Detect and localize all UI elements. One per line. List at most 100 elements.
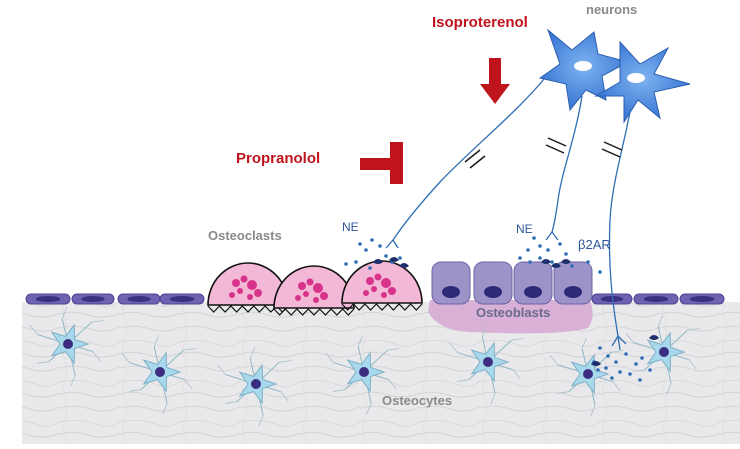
osteoclast-nucleus: [313, 297, 319, 303]
osteoclast-ruffled-border: [341, 303, 423, 311]
osteoclast-nucleus: [381, 292, 387, 298]
osteoclast-nucleus: [298, 282, 306, 290]
osteocyte-nucleus: [359, 367, 369, 377]
osteoclast-nucleus: [363, 290, 369, 296]
osteocyte: [625, 315, 700, 395]
nerve-terminal-left: [385, 239, 399, 249]
lining-cell-nucleus: [35, 296, 61, 302]
osteocyte-process: [224, 401, 237, 404]
osteocyte-process: [481, 325, 488, 337]
osteoclast-nucleus: [229, 292, 235, 298]
b2ar-label: β2AR: [578, 237, 611, 252]
osteocyte-process: [625, 332, 634, 343]
ne-dot: [570, 264, 574, 268]
osteocyte-nucleus: [583, 369, 593, 379]
ne-dot: [532, 236, 536, 240]
ne-dot: [634, 362, 638, 366]
osteoclast-nucleus: [247, 280, 257, 290]
osteoclast-nucleus: [247, 294, 253, 300]
beta2-receptor: [541, 259, 551, 264]
lining-cells: [25, 293, 725, 305]
beta2-receptor: [649, 335, 659, 340]
osteoclast-nucleus: [313, 283, 323, 293]
ne-dot: [528, 260, 532, 264]
ne-dot: [598, 346, 602, 350]
osteoblasts-label: Osteoblasts: [476, 305, 551, 320]
ne-dot: [596, 368, 600, 372]
osteocyte-process: [612, 381, 621, 392]
ne-dot: [358, 242, 362, 246]
osteoclast-nucleus: [374, 273, 382, 281]
ne-dot: [610, 376, 614, 380]
ne-dot: [526, 248, 530, 252]
osteocyte: [325, 335, 400, 415]
osteocyte-process: [162, 403, 168, 415]
neuron-cell-front: [594, 40, 691, 124]
osteocyte-nucleus: [659, 347, 669, 357]
osteocytes-label: Osteocytes: [382, 393, 453, 408]
ne-dot: [538, 244, 542, 248]
osteocyte-process: [611, 350, 624, 353]
beta2-receptor: [591, 361, 601, 366]
osteoblast: [553, 261, 593, 305]
beta2-receptor: [551, 263, 561, 268]
ne-dot: [384, 254, 388, 258]
osteocyte-process: [217, 364, 226, 375]
osteoclast-nucleus: [303, 291, 309, 297]
osteocyte-process: [456, 379, 469, 382]
osteoblast: [513, 261, 553, 305]
ne-dot: [640, 356, 644, 360]
osteocyte-process: [549, 354, 558, 365]
lining-cell-nucleus: [600, 296, 624, 302]
osteocyte-nucleus: [63, 339, 73, 349]
osteoblast-nucleus: [524, 286, 542, 298]
osteocyte-process: [357, 335, 364, 347]
osteocyte-process: [61, 307, 68, 319]
osteocyte-process: [153, 335, 160, 347]
isoproterenol-label: Isoproterenol: [432, 14, 528, 31]
osteoclast: [273, 265, 355, 316]
osteocyte-nucleus: [483, 357, 493, 367]
osteoclast-nucleus: [295, 295, 301, 301]
osteoblast-nucleus: [484, 286, 502, 298]
osteocyte-process: [666, 383, 672, 395]
osteocyte-process: [29, 324, 38, 335]
osteoblasts-group: [431, 261, 593, 305]
osteocyte-process: [366, 403, 372, 415]
lining-cell-nucleus: [689, 296, 715, 302]
osteocyte-nucleus: [155, 367, 165, 377]
osteocyte-process: [581, 337, 588, 349]
osteoclast-nucleus: [237, 288, 243, 294]
osteocyte-process: [70, 375, 76, 387]
nerve-fiber-left: [392, 73, 549, 241]
ne-dot: [614, 360, 618, 364]
osteoblast-nucleus: [564, 286, 582, 298]
osteocyte-process: [556, 391, 569, 394]
osteocyte-nucleus: [251, 379, 261, 389]
osteocyte-process: [183, 348, 196, 351]
osteoclast-nucleus: [366, 277, 374, 285]
osteocyte-process: [325, 352, 334, 363]
osteocyte-process: [512, 369, 521, 380]
osteoclast-nucleus: [381, 278, 391, 288]
osteocyte-process: [657, 315, 664, 327]
ne-dot: [628, 372, 632, 376]
neuron-cell-back: [538, 28, 630, 112]
osteoblast: [473, 261, 513, 305]
ne-dot: [624, 352, 628, 356]
ne-label-right: NE: [516, 222, 533, 236]
ne-dot: [550, 260, 554, 264]
ne-dot: [558, 242, 562, 246]
ne-dot: [398, 256, 402, 260]
ne-dot: [586, 260, 590, 264]
osteoclast-ruffled-border: [273, 308, 355, 316]
osteocyte-process: [449, 342, 458, 353]
ne-dot: [618, 370, 622, 374]
osteoclast-nucleus: [320, 292, 328, 300]
osteocyte-process: [184, 379, 193, 390]
osteocyte-process: [279, 360, 292, 363]
osteocyte-process: [511, 338, 524, 341]
ne-dot: [354, 260, 358, 264]
beta2-receptor: [561, 259, 571, 264]
